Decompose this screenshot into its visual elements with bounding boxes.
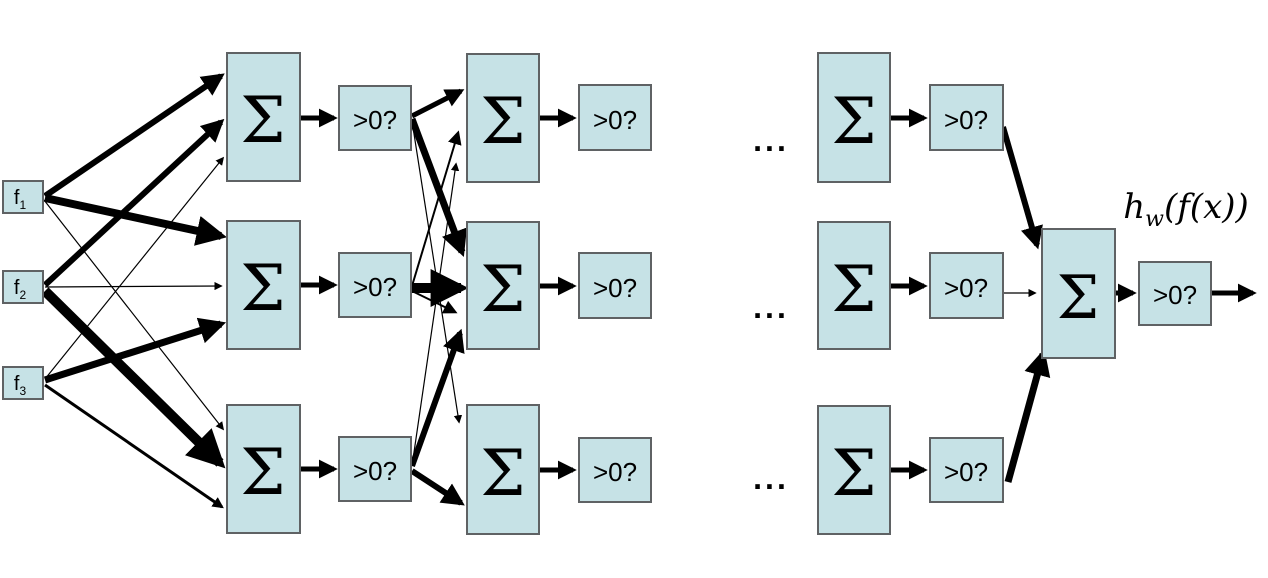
threshold-box [338,252,412,318]
sum-box [466,221,540,350]
threshold-label: >0? [593,273,637,303]
layer2-sum-node-3: Σ [466,404,540,535]
edge-thr3-sum2 [409,328,465,468]
sum-box [226,220,301,350]
output-threshold-node: >0? [1138,261,1212,326]
edge-f2-sum1 [42,118,225,288]
sum-label: Σ [240,252,285,326]
sum-box [226,404,301,534]
edge-thr3-sum3 [410,468,465,506]
output-function-label: hw(f(x)) [1123,187,1249,232]
input-label: f3 [14,373,27,398]
edge-f3-sum3 [44,383,224,509]
layer3-sum-node-2: Σ [817,221,891,350]
sum-label: Σ [480,253,525,327]
edge-thr3-sum1 [411,162,460,467]
layer3-threshold-node-3: >0? [929,437,1004,503]
threshold-label: >0? [353,456,397,486]
layer3-sum-node-3: Σ [817,405,891,535]
layer1-sum-node-3: Σ [226,404,301,534]
layer2-sum-node-1: Σ [466,53,540,183]
threshold-box [578,437,652,503]
input-box [2,270,44,304]
sum-label: Σ [240,84,285,158]
edge-thr1-sum2 [408,117,467,257]
threshold-box [578,252,652,319]
threshold-box [929,437,1004,503]
sum-label: Σ [480,85,525,159]
sum-label: Σ [1057,263,1099,333]
edge-f1-sum3 [43,199,225,431]
layer3-threshold-node-2: >0? [929,252,1004,319]
edge-f1-sum1 [43,73,225,199]
edge-thr1-sum1 [410,88,465,119]
input-label: f1 [14,187,27,212]
sum-label: Σ [831,437,876,511]
threshold-box [929,84,1004,151]
input-to-layer1-edges [41,73,227,509]
threshold-label: >0? [944,105,988,135]
sum-label: Σ [831,253,876,327]
threshold-box [1138,261,1212,326]
input-box [2,366,44,400]
edge-f3-sum1 [44,156,225,380]
layer3-to-output-edges [1000,126,1051,483]
sum-box [466,404,540,535]
layer1-sum-node-2: Σ [226,220,301,350]
layer3-sum-to-threshold-arrows [891,108,928,480]
threshold-label: >0? [944,273,988,303]
threshold-label: >0? [593,105,637,135]
threshold-label: >0? [593,457,637,487]
edge-thr2-short [411,290,458,314]
sum-label: Σ [240,436,285,510]
layer2-threshold-node-1: >0? [578,84,652,151]
layer2-threshold-node-3: >0? [578,437,652,503]
layer2-sum-to-threshold-arrows [540,108,577,480]
edge-thr2-sum1 [411,130,462,287]
sum-box [817,221,891,350]
input-box [2,180,44,214]
ellipsis-row1: ... [753,122,789,158]
sum-box [1041,228,1116,359]
threshold-box [929,252,1004,319]
edge-f2-sum3 [41,287,226,469]
output-sum-node: Σ [1041,228,1116,359]
sum-box [817,405,891,535]
input-f1: f1 [2,180,44,214]
layer1-sum-to-threshold-arrows [301,108,338,479]
ellipsis-row3: ... [753,460,789,496]
sum-box [226,52,301,182]
edge-thr1-sum3 [411,120,463,424]
threshold-label: >0? [1153,280,1197,310]
layer1-threshold-node-2: >0? [338,252,412,318]
layer2-threshold-node-2: >0? [578,252,652,319]
layer2-sum-node-2: Σ [466,221,540,350]
sum-label: Σ [831,85,876,159]
edge-bottom-output [1004,348,1051,483]
threshold-label: >0? [353,272,397,302]
threshold-box [338,85,412,151]
layer3-sum-node-1: Σ [817,52,891,183]
sum-label: Σ [480,437,525,511]
sum-box [466,53,540,183]
input-f2: f2 [2,270,44,304]
ellipsis-row2: ... [753,289,789,325]
threshold-label: >0? [944,457,988,487]
edge-f1-sum2 [44,194,227,246]
input-label: f2 [14,277,27,302]
sum-box [817,52,891,183]
edge-top-output [1000,126,1043,250]
layer1-sum-node-1: Σ [226,52,301,182]
layer1-threshold-node-3: >0? [338,436,412,502]
threshold-label: >0? [353,105,397,135]
edge-f2-sum2 [44,281,223,291]
threshold-box [338,436,412,502]
layer3-threshold-node-1: >0? [929,84,1004,151]
input-f3: f3 [2,366,44,400]
layer1-to-layer2-edges [408,88,469,506]
threshold-box [578,84,652,151]
layer1-threshold-node-1: >0? [338,85,412,151]
edge-f3-sum2 [43,317,227,384]
